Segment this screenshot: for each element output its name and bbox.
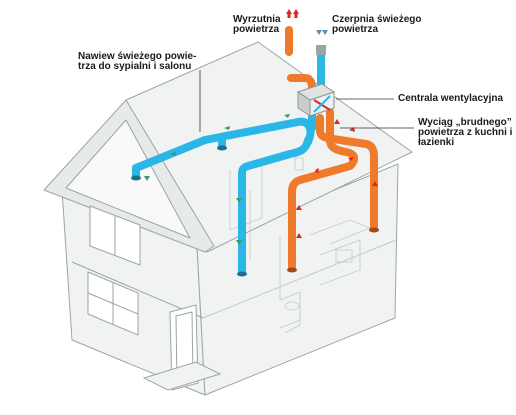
flow-arrows-red <box>286 9 378 238</box>
label-unit: Centrala wentylacyjna <box>398 94 503 104</box>
supply-duct-main <box>132 117 315 180</box>
label-extract-line3: łazienki <box>418 137 455 148</box>
ventilation-unit <box>296 83 336 117</box>
label-fresh-in: Czerpnia świeżego powietrza <box>332 15 421 35</box>
leader-lines <box>199 70 414 132</box>
supply-duct-down <box>238 136 312 276</box>
label-unit-line1: Centrala wentylacyjna <box>398 93 504 104</box>
label-supply: Nawiew świeżego powie- trza do sypialni … <box>78 52 196 72</box>
extract-duct-bathroom <box>316 114 378 232</box>
interior-details <box>229 157 372 334</box>
exhaust-duct-to-unit <box>287 74 316 92</box>
door <box>142 304 222 391</box>
duct-terminals <box>131 45 326 277</box>
gable-inner <box>65 119 191 239</box>
label-exhaust-out: Wyrzutnia powietrza <box>233 15 281 35</box>
floor-line-side <box>202 239 397 319</box>
label-extract-line1: Wyciąg „brudnego” <box>418 117 512 128</box>
flow-arrows-blue <box>316 30 328 35</box>
windows <box>87 205 141 336</box>
label-fresh-in-line1: Czerpnia świeżego <box>332 14 422 25</box>
extract-duct-kitchen <box>288 108 359 272</box>
flow-arrows-green <box>144 114 290 245</box>
fresh-air-ducts <box>132 51 325 276</box>
label-exhaust-out-line1: Wyrzutnia <box>233 14 281 25</box>
dirty-air-ducts <box>285 26 378 272</box>
dirty-terminals <box>287 227 379 273</box>
label-supply-line1: Nawiew świeżego powie- <box>78 51 197 62</box>
label-fresh-in-line2: powietrza <box>332 24 379 35</box>
label-extract: Wyciąg „brudnego” powietrza z kuchni i ł… <box>418 118 512 148</box>
label-supply-line2: trza do sypialni i salonu <box>78 61 192 72</box>
label-extract-line2: powietrza z kuchni i <box>418 127 513 138</box>
label-exhaust-out-line2: powietrza <box>233 24 280 35</box>
